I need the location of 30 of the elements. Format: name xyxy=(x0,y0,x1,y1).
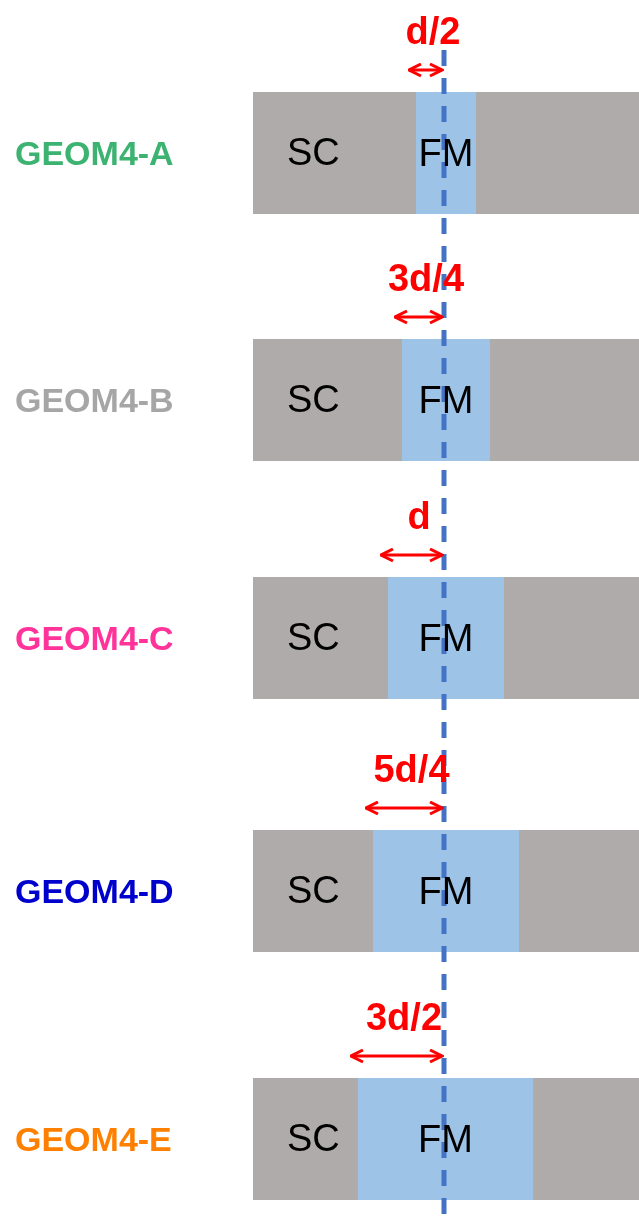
segment-label: FM xyxy=(418,618,474,658)
row-label: GEOM4-C xyxy=(15,618,174,658)
dimension-label: 3d/2 xyxy=(366,996,442,1038)
dimension-label: 5d/4 xyxy=(373,748,450,790)
row-label: GEOM4-B xyxy=(15,380,174,420)
bar-segment xyxy=(253,830,639,952)
row-label: GEOM4-D xyxy=(15,871,174,911)
bar-segment xyxy=(253,577,639,699)
bar-segment xyxy=(253,92,639,214)
segment-label: SC xyxy=(287,132,340,172)
segment-label: FM xyxy=(418,1119,473,1159)
dimension-label: d xyxy=(407,495,431,537)
bar-segment xyxy=(253,339,639,461)
fm-segment xyxy=(416,92,476,214)
bar-segment xyxy=(253,1078,639,1200)
segment-label: FM xyxy=(418,133,474,173)
row-label: GEOM4-A xyxy=(15,133,174,173)
segment-label: SC xyxy=(287,1118,340,1158)
segment-label: FM xyxy=(418,871,474,911)
row-label: GEOM4-E xyxy=(15,1119,172,1159)
fm-segment xyxy=(402,339,490,461)
fm-segment xyxy=(358,1078,533,1200)
fm-segment xyxy=(388,577,504,699)
segment-label: SC xyxy=(287,379,340,419)
dimension-label: d/2 xyxy=(405,10,461,52)
dimension-label: 3d/4 xyxy=(388,257,464,299)
segment-label: SC xyxy=(287,617,340,657)
fm-segment xyxy=(373,830,519,952)
segment-label: FM xyxy=(418,380,474,420)
segment-label: SC xyxy=(287,870,340,910)
